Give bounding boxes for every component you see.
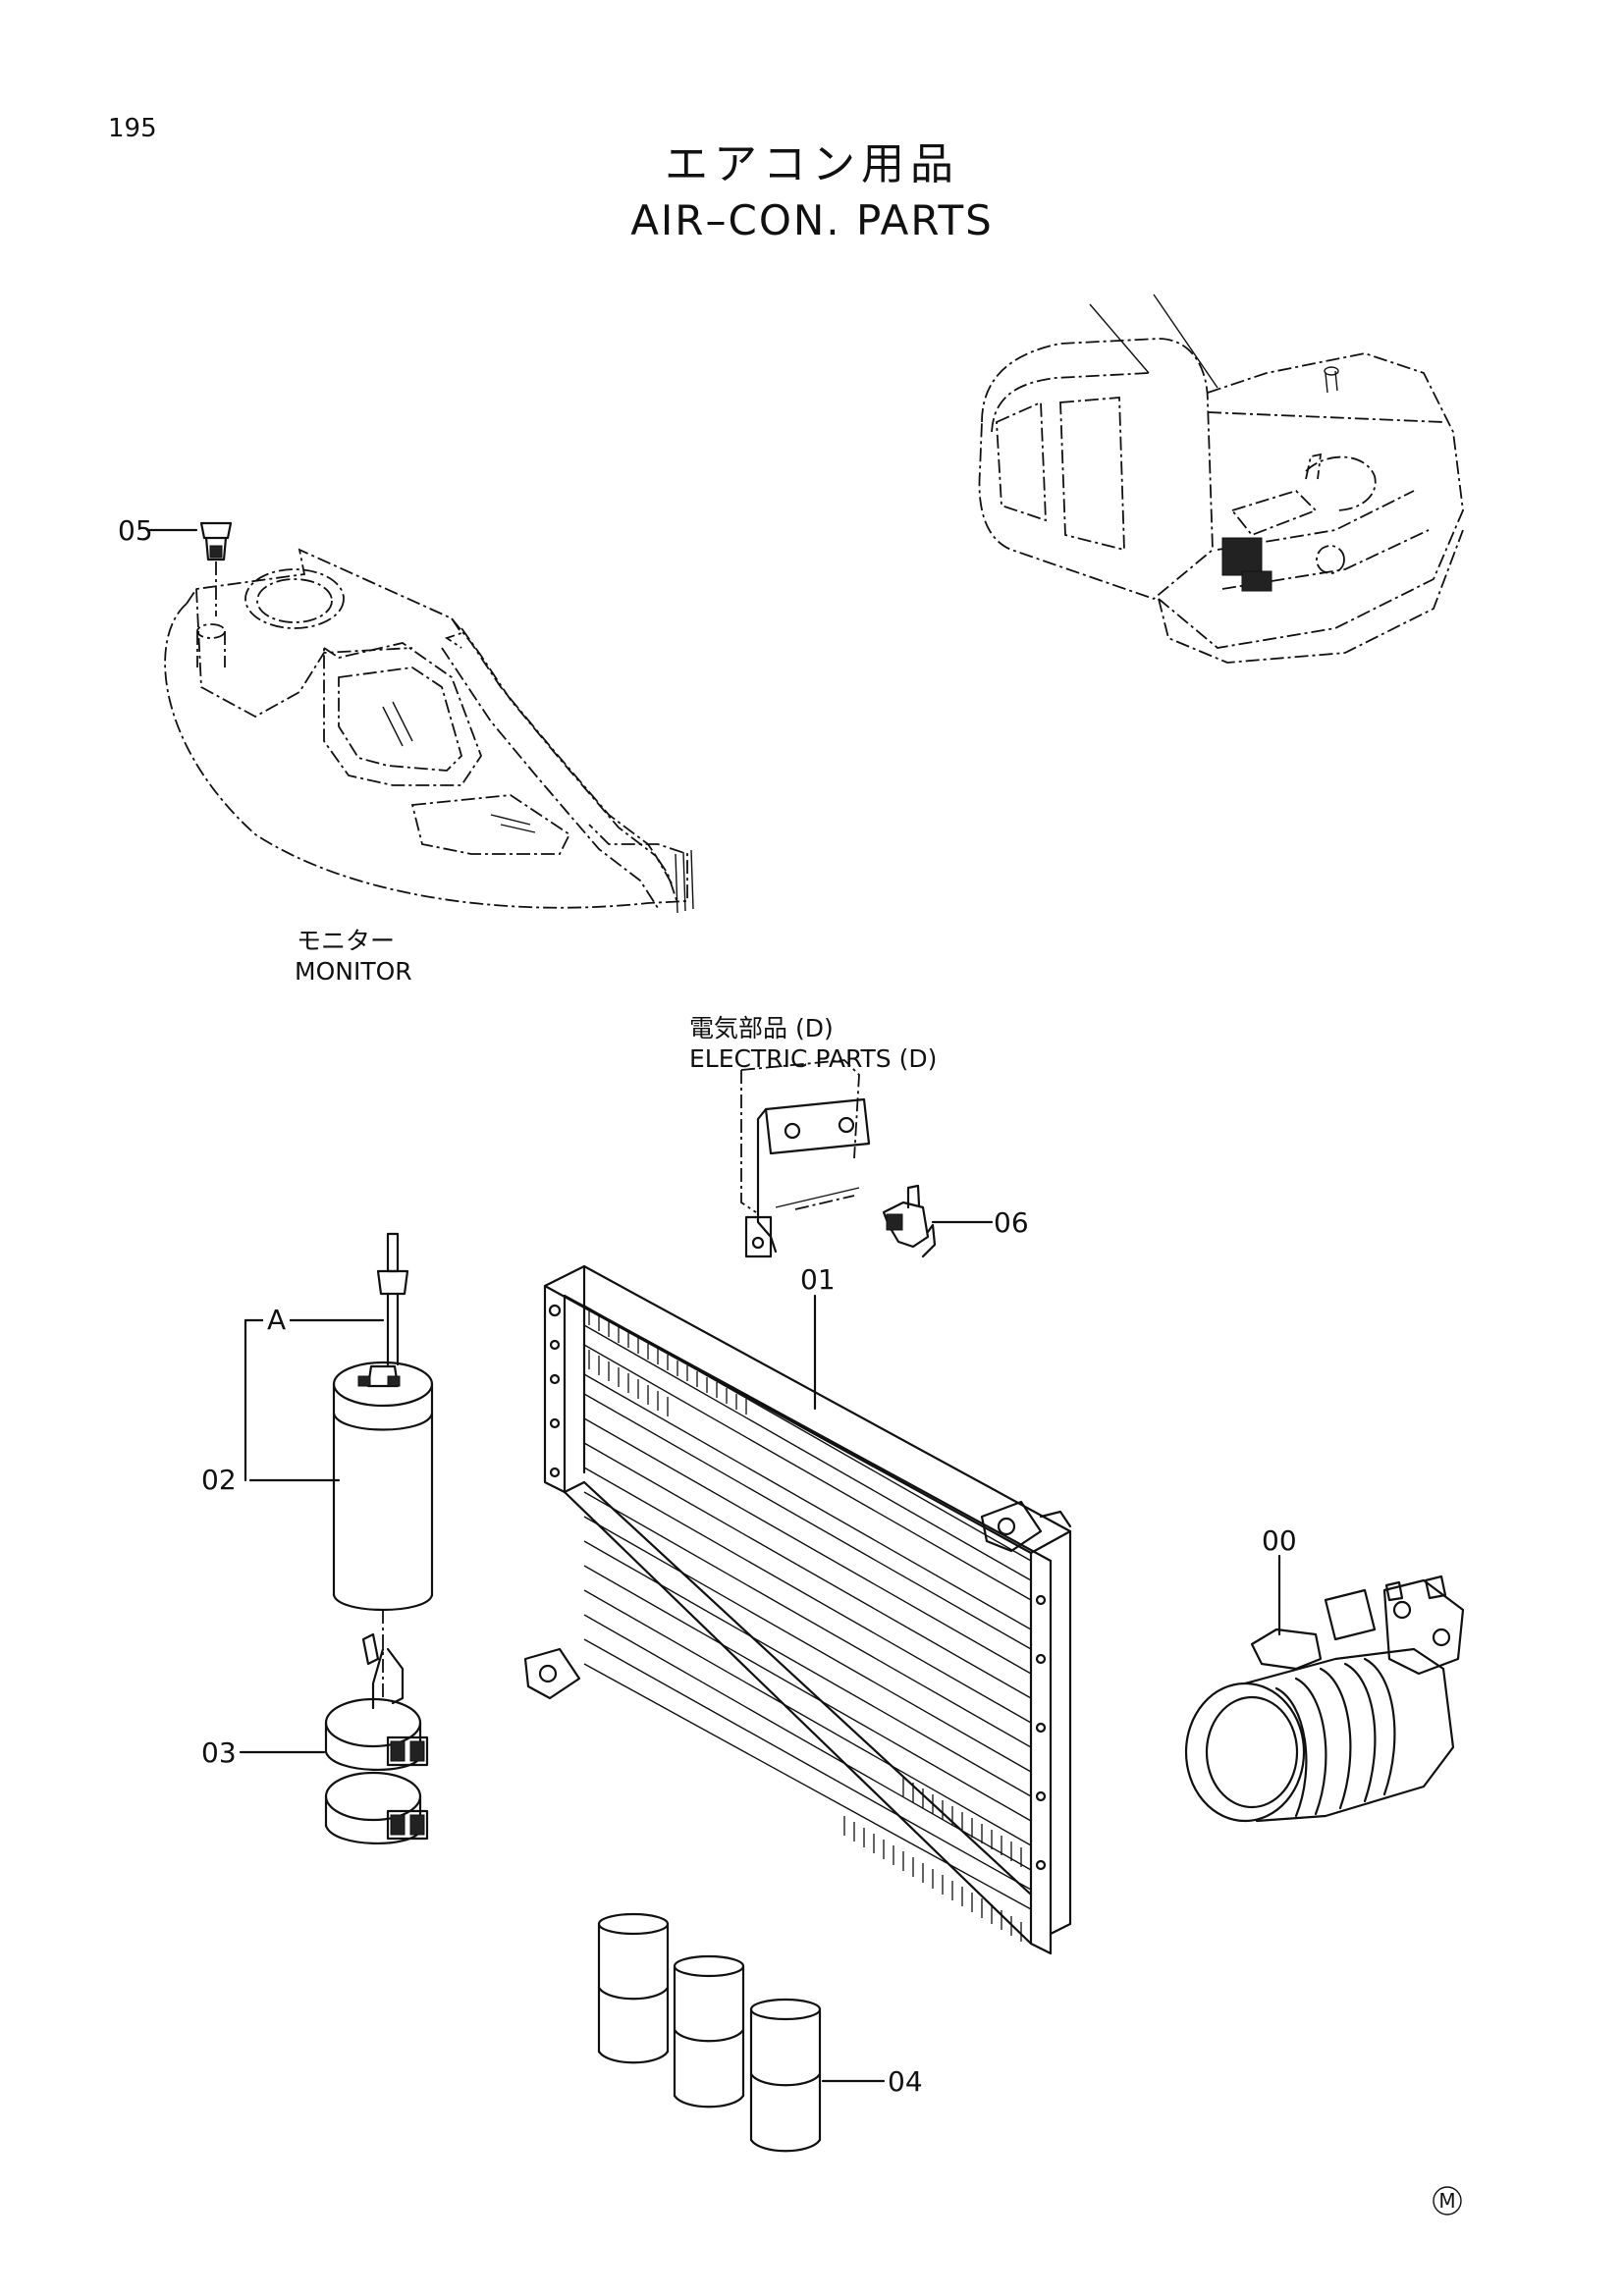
electric-parts-caption-english: ELECTRIC PARTS (D) xyxy=(689,1044,938,1073)
electric-parts-caption-japanese: 電気部品 (D) xyxy=(689,1014,834,1042)
page-title-japanese: エアコン用品 xyxy=(665,139,959,189)
callout-a[interactable]: A xyxy=(263,1307,291,1334)
m-mark: M xyxy=(1438,2189,1456,2213)
page-title-english: AIR–CON. PARTS xyxy=(630,196,994,244)
electric-parts-drawing xyxy=(740,1059,994,1258)
m-mark-circle xyxy=(1433,2186,1462,2216)
page-number: 195 xyxy=(108,114,157,143)
callout-00[interactable]: 00 xyxy=(1262,1524,1297,1557)
monitor-caption-japanese: モニター xyxy=(297,927,396,955)
callout-03[interactable]: 03 xyxy=(201,1736,237,1769)
excavator-overview xyxy=(978,294,1464,664)
callout-05[interactable]: 05 xyxy=(118,514,153,547)
condenser-drawing xyxy=(523,1264,1072,1955)
desiccant-drawing xyxy=(597,1912,886,2153)
callout-01[interactable]: 01 xyxy=(800,1263,836,1296)
callout-02[interactable]: 02 xyxy=(201,1464,237,1496)
receiver-drier-drawing xyxy=(244,1232,434,1698)
monitor-caption-english: MONITOR xyxy=(295,957,412,986)
callout-04[interactable]: 04 xyxy=(888,2065,923,2098)
clamp-drawing xyxy=(239,1632,429,1844)
callout-06[interactable]: 06 xyxy=(994,1206,1029,1239)
monitor-drawing xyxy=(145,521,694,914)
compressor-drawing xyxy=(1184,1554,1465,1823)
